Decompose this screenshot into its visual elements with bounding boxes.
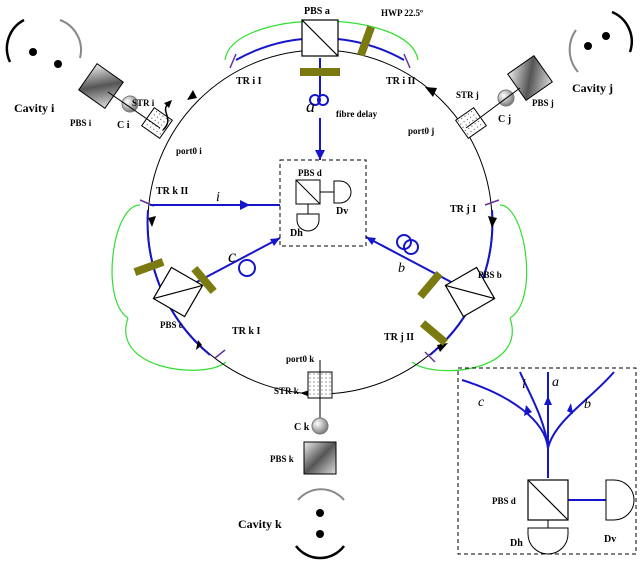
hwp-plate [357, 25, 375, 57]
label-pbs-k: PBS k [270, 454, 294, 464]
arrow-tr [425, 87, 437, 97]
label-port0-j: port0 j [408, 126, 434, 136]
inner-beam-arrows [240, 150, 376, 246]
label-path-i: i [216, 190, 220, 205]
cavity-j-assembly [454, 10, 633, 140]
cavity-k-assembly [295, 360, 345, 560]
detector-box [279, 159, 367, 247]
label-inset-i: i [522, 377, 526, 392]
label-path-c: c [228, 246, 236, 266]
arrow-i [240, 200, 250, 210]
arrow-a [315, 150, 325, 160]
tr-markers [139, 53, 500, 363]
label-inset-pbs-d: PBS d [492, 496, 516, 506]
label-path-a: a [306, 96, 315, 116]
waveplate-b2 [419, 320, 449, 346]
label-pbs-c: PBS c [160, 320, 183, 330]
label-tr-i-2: TR i II [386, 76, 416, 87]
label-inset-b: b [584, 397, 591, 412]
label-port0-k: port0 k [286, 354, 314, 364]
pbs-a [301, 19, 339, 57]
label-dv-small: Dv [336, 206, 348, 217]
label-pbs-i: PBS i [70, 118, 92, 128]
label-cavity-j: Cavity j [572, 81, 613, 95]
label-tr-k-2: TR k II [156, 186, 188, 197]
inset-arrows [524, 396, 573, 416]
inset-beams [461, 371, 615, 501]
label-cavity-i: Cavity i [14, 101, 55, 115]
label-inset-dh: Dh [510, 538, 523, 549]
arrow-c [270, 238, 280, 246]
inset-pbs-d [527, 479, 635, 555]
label-tr-i-1: TR i I [236, 76, 262, 87]
label-inset-c: c [478, 395, 485, 410]
label-c-i: C i [117, 120, 130, 131]
tr-i-2-mark [403, 53, 411, 69]
cavity-i-assembly [5, 18, 174, 140]
label-tr-k-1: TR k I [232, 326, 260, 337]
cable-left [111, 204, 227, 371]
label-pbs-j: PBS j [532, 98, 554, 108]
cable-right [411, 204, 528, 372]
ring-arrows [148, 87, 497, 397]
label-str-j: STR j [456, 90, 479, 100]
arrow-br [437, 343, 448, 352]
arrow-b [366, 237, 376, 245]
waveplate-a [300, 68, 340, 76]
label-pbs-d: PBS d [298, 168, 322, 178]
label-c-k: C k [294, 422, 310, 433]
label-c-j: C j [498, 114, 511, 125]
tr-i-1-mark [229, 53, 237, 69]
label-fibre-delay: fibre delay [336, 109, 378, 119]
tr-j-1-mark [484, 199, 500, 206]
label-path-b: b [398, 261, 405, 276]
label-inset-a: a [552, 375, 559, 390]
label-str-k: STR k [274, 386, 299, 396]
fibre-coil-a1 [309, 94, 321, 106]
coil-c [238, 259, 256, 277]
waveplate-c2 [191, 265, 217, 295]
arrow-bl [196, 340, 202, 350]
label-port0-i: port0 i [176, 146, 202, 156]
label-cavity-k: Cavity k [238, 517, 282, 531]
waveplate-c1 [133, 258, 165, 276]
label-tr-j-2: TR j II [384, 332, 414, 343]
pbs-c [152, 266, 204, 318]
pbs-b [444, 266, 496, 318]
label-pbs-a: PBS a [304, 6, 330, 17]
coil-b2 [403, 239, 419, 255]
waveplate-b1 [417, 270, 443, 300]
tr-j-2-mark [424, 351, 436, 363]
pbs-d-small [295, 179, 352, 232]
label-hwp: HWP 22.5º [381, 8, 423, 18]
label-tr-j-1: TR j I [450, 204, 476, 215]
tr-k-1-mark [214, 349, 226, 359]
arrow-l [148, 216, 156, 227]
label-inset-dv: Dv [604, 534, 616, 545]
label-dh-small: Dh [290, 228, 303, 239]
label-pbs-b: PBS b [478, 270, 502, 280]
label-str-i: STR i [132, 98, 155, 108]
arrow-tl [187, 90, 197, 100]
arrow-r [488, 216, 497, 228]
fibre-coil-a2 [317, 94, 329, 106]
